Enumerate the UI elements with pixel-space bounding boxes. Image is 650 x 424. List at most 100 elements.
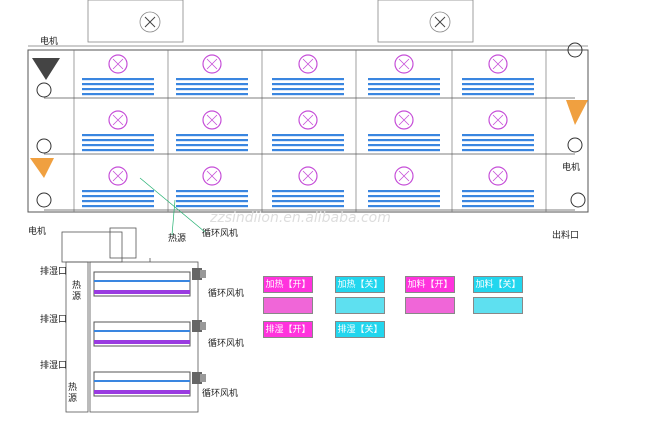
belt-stripe: [462, 205, 534, 208]
belt-stripe: [176, 134, 248, 137]
side-belt-stripe: [94, 340, 190, 344]
heat-source-side-label-2: 热源: [68, 381, 77, 404]
fan-icon: [394, 54, 414, 74]
fan-icon: [298, 166, 318, 186]
section-dividers: [73, 50, 547, 212]
right-roller-2: [567, 137, 583, 153]
left-roller-2: [36, 138, 52, 154]
belt-stripe: [462, 144, 534, 147]
motor-left-label: 电机: [40, 35, 58, 47]
left-top-hopper: [32, 58, 60, 80]
control-button[interactable]: [405, 297, 455, 314]
fan-icon: [202, 54, 222, 74]
fan-icon: [202, 166, 222, 186]
fan-side-label-3: 循环风机: [202, 387, 238, 399]
fan-icon: [488, 166, 508, 186]
fan-icon: [394, 110, 414, 130]
control-button[interactable]: 排湿【开】: [263, 321, 313, 338]
control-button[interactable]: [263, 297, 313, 314]
circulation-fan-label: 循环风机: [202, 227, 238, 239]
belt-stripe: [176, 190, 248, 193]
control-button[interactable]: 加热【开】: [263, 276, 313, 293]
heat-source-side-label-1: 热源: [72, 279, 81, 302]
belt-stripe: [462, 200, 534, 203]
belt-stripe: [462, 190, 534, 193]
control-button[interactable]: 加热【关】: [335, 276, 385, 293]
left-mid-hopper: [30, 158, 54, 178]
belt-stripe: [368, 78, 440, 81]
control-button[interactable]: 加料【关】: [473, 276, 523, 293]
belt-stripe: [272, 190, 344, 193]
exhaust-label-2: 排湿口: [40, 313, 67, 325]
fan-grid: [108, 54, 508, 186]
right-hopper: [566, 100, 588, 125]
right-roller-1: [567, 42, 583, 58]
belt-stripe: [368, 195, 440, 198]
control-button[interactable]: 加料【开】: [405, 276, 455, 293]
fan-icon: [488, 110, 508, 130]
side-belt-frame: [93, 271, 191, 297]
top-housings: [87, 0, 474, 43]
motor-right-label: 电机: [562, 161, 580, 173]
belt-stripe: [462, 88, 534, 91]
belt-stripe: [176, 83, 248, 86]
heat-source-label: 热源: [168, 232, 186, 244]
side-belt-stripe: [94, 280, 190, 282]
fan-icon: [108, 110, 128, 130]
belt-stripe: [462, 93, 534, 96]
belt-stripe: [462, 78, 534, 81]
belt-stripe: [272, 134, 344, 137]
fan-icon: [488, 54, 508, 74]
belt-stripe: [272, 139, 344, 142]
belt-stripe: [368, 205, 440, 208]
belt-stripe: [82, 205, 154, 208]
belt-stripe: [368, 190, 440, 193]
side-belt-frame: [93, 321, 191, 347]
motor-left-bottom-label: 电机: [28, 225, 46, 237]
side-fan-2: [192, 320, 206, 332]
belt-stripe: [272, 83, 344, 86]
belt-stripe: [176, 200, 248, 203]
fan-icon: [298, 110, 318, 130]
belt-stripe: [176, 144, 248, 147]
watermark: zzsindiion.en.alibaba.com: [209, 210, 391, 226]
fan-icon: [108, 54, 128, 74]
fan-icon: [298, 54, 318, 74]
belt-stripe: [82, 78, 154, 81]
belt-stripe: [272, 78, 344, 81]
belt-stripe: [462, 134, 534, 137]
fan-icon: [108, 166, 128, 186]
belt-stripe: [272, 88, 344, 91]
belt-stripe: [82, 144, 154, 147]
belt-stripe: [176, 88, 248, 91]
outlet-label: 出料口: [552, 229, 579, 241]
control-button[interactable]: 排湿【关】: [335, 321, 385, 338]
left-roller-1: [36, 82, 52, 98]
belt-stripe: [368, 144, 440, 147]
left-roller-3: [36, 192, 52, 208]
fan-icon: [202, 110, 222, 130]
belt-stripe: [82, 149, 154, 152]
belt-stripe: [368, 139, 440, 142]
belt-stripe: [176, 139, 248, 142]
belt-stripe: [462, 83, 534, 86]
belt-stripe: [272, 93, 344, 96]
belt-stripe: [82, 83, 154, 86]
belt-stripe: [176, 205, 248, 208]
belt-stripe: [368, 83, 440, 86]
belt-stripe: [82, 200, 154, 203]
side-belt-stripe: [94, 390, 190, 394]
belt-stripe: [272, 195, 344, 198]
control-button[interactable]: [335, 297, 385, 314]
belt-stripe: [176, 93, 248, 96]
side-view: [61, 227, 199, 413]
top-fan-icon-2: [434, 16, 446, 28]
exhaust-label-3: 排湿口: [40, 359, 67, 371]
side-belts: [93, 271, 191, 397]
belt-stripe: [272, 149, 344, 152]
belt-stripe: [176, 78, 248, 81]
side-fan-3: [192, 372, 206, 384]
control-button[interactable]: [473, 297, 523, 314]
belt-stripe: [82, 195, 154, 198]
